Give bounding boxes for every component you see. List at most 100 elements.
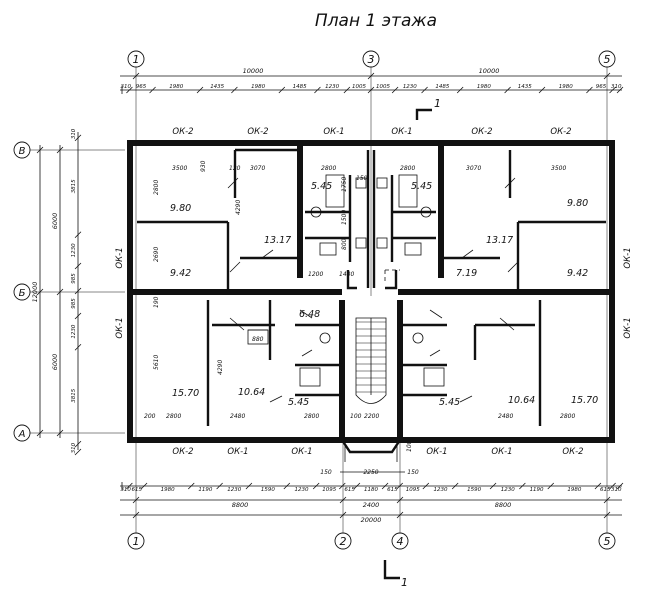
dim-tick <box>396 496 404 504</box>
axis-bottom-4: 4 <box>397 535 404 548</box>
dim-chain-label: 1230 <box>295 487 309 493</box>
inner-dim: 3500 <box>172 165 187 172</box>
dim-chain-label: 1180 <box>364 487 378 493</box>
window-label-left: ОК-1 <box>115 247 125 268</box>
dim-tick <box>74 440 82 448</box>
window-label-top: ОК-1 <box>323 127 344 137</box>
room-area: 15.70 <box>172 388 199 399</box>
inner-dim: 2690 <box>153 247 160 262</box>
dim-tick <box>381 482 389 490</box>
inner-dim: 150 <box>356 175 368 182</box>
dim-tick <box>422 482 430 490</box>
dim-chain-label: 310 <box>611 84 622 90</box>
dim-tick <box>396 511 404 519</box>
dim-chain-label: 615 <box>600 487 611 493</box>
dim-bottom-mid-2: 150 <box>407 469 419 476</box>
dim-tick <box>36 288 44 296</box>
inner-dim: 930 <box>200 160 207 172</box>
inner-dim: 2480 <box>230 413 245 420</box>
room-areas: 9.80 13.17 9.42 5.45 5.45 13.17 9.80 9.4… <box>170 181 598 408</box>
dim-tick <box>338 482 346 490</box>
dim-tick <box>519 482 526 490</box>
window-label-top: ОК-2 <box>247 127 268 137</box>
axis-left-b: Б <box>19 288 26 299</box>
inner-dim: 190 <box>153 296 160 308</box>
room-area: 13.17 <box>486 235 513 246</box>
dim-tick <box>504 86 511 94</box>
dim-chain-label: 310 <box>611 487 622 493</box>
dim-chain-label: 965 <box>596 84 607 90</box>
window-label-bottom: ОК-2 <box>172 447 193 457</box>
dim-tick <box>74 134 82 142</box>
section-mark-top: 1 <box>434 97 441 110</box>
dim-tick <box>616 86 624 94</box>
dim-tick <box>36 429 44 437</box>
inner-dim: 4290 <box>217 360 224 375</box>
dim-tick <box>132 496 140 504</box>
window-label-top: ОК-2 <box>471 127 492 137</box>
window-label-top: ОК-2 <box>550 127 571 137</box>
dim-tick <box>609 482 616 490</box>
room-area: 5.45 <box>411 181 432 192</box>
room-area: 5.45 <box>311 181 332 192</box>
dim-tick <box>353 482 361 490</box>
room-area: 9.80 <box>567 198 588 209</box>
inner-dim: 100 <box>350 413 362 420</box>
dim-tick <box>140 482 148 490</box>
dim-left-span-1: 6000 <box>51 354 59 371</box>
dim-top-overall-right: 10000 <box>479 67 500 75</box>
dim-chain-label: 1005 <box>352 84 366 90</box>
room-area: 9.80 <box>170 203 191 214</box>
dim-tick <box>547 482 555 490</box>
dim-tick <box>339 496 347 504</box>
room-area: 9.42 <box>170 268 191 279</box>
dim-chain-label: 985 <box>71 298 77 309</box>
axis-top-1: 1 <box>133 53 140 66</box>
dim-chain-label: 1435 <box>518 84 532 90</box>
axis-bottom-2: 2 <box>340 535 347 548</box>
dim-chain-label: 1980 <box>251 84 265 90</box>
dim-left-span-0: 6000 <box>51 213 59 230</box>
dim-chain-label: 310 <box>71 128 77 139</box>
dim-chain-label: 985 <box>71 273 77 284</box>
axis-grid: 1 3 5 1 2 4 5 В Б А <box>13 50 616 550</box>
inner-dim: 2800 <box>153 180 160 195</box>
inner-dim: 3500 <box>551 165 566 172</box>
window-label-top: ОК-1 <box>391 127 412 137</box>
dim-tick <box>456 86 464 94</box>
dim-bottom-group-2: 8800 <box>495 501 512 509</box>
dim-tick <box>74 312 82 320</box>
inner-dim: 2800 <box>560 413 575 420</box>
dim-tick <box>603 511 611 519</box>
inner-dim: 2800 <box>400 165 415 172</box>
dim-tick <box>396 482 404 490</box>
dim-chain-label: 1980 <box>169 84 183 90</box>
axis-left-v: В <box>19 146 26 157</box>
dim-tick <box>343 86 351 94</box>
inner-dim: 120 <box>229 165 241 172</box>
inner-dim: 1200 <box>308 271 323 278</box>
dim-tick <box>132 511 140 519</box>
dim-tick <box>245 482 253 490</box>
inner-dim: 2800 <box>304 413 319 420</box>
window-label-right: ОК-1 <box>623 247 633 268</box>
dim-tick <box>56 146 64 154</box>
dim-tick <box>132 72 140 80</box>
section-marks: 1 1 <box>383 97 441 589</box>
building-walls <box>127 140 615 462</box>
dim-tick <box>74 448 82 456</box>
window-label-bottom: ОК-1 <box>491 447 512 457</box>
window-labels: ОК-2 ОК-2 ОК-1 ОК-1 ОК-2 ОК-2 ОК-2 ОК-1 … <box>115 127 633 457</box>
inner-dim: 880 <box>252 336 264 343</box>
dim-bottom-group-0: 8800 <box>232 501 249 509</box>
dim-tick <box>74 287 82 295</box>
dim-chain-label: 1190 <box>198 487 212 493</box>
inner-dim: 3070 <box>466 165 481 172</box>
dim-chain-label: 1230 <box>227 487 241 493</box>
dim-tick <box>56 288 64 296</box>
dim-chain-label: 1230 <box>71 324 77 338</box>
dim-chain-label: 310 <box>120 487 131 493</box>
